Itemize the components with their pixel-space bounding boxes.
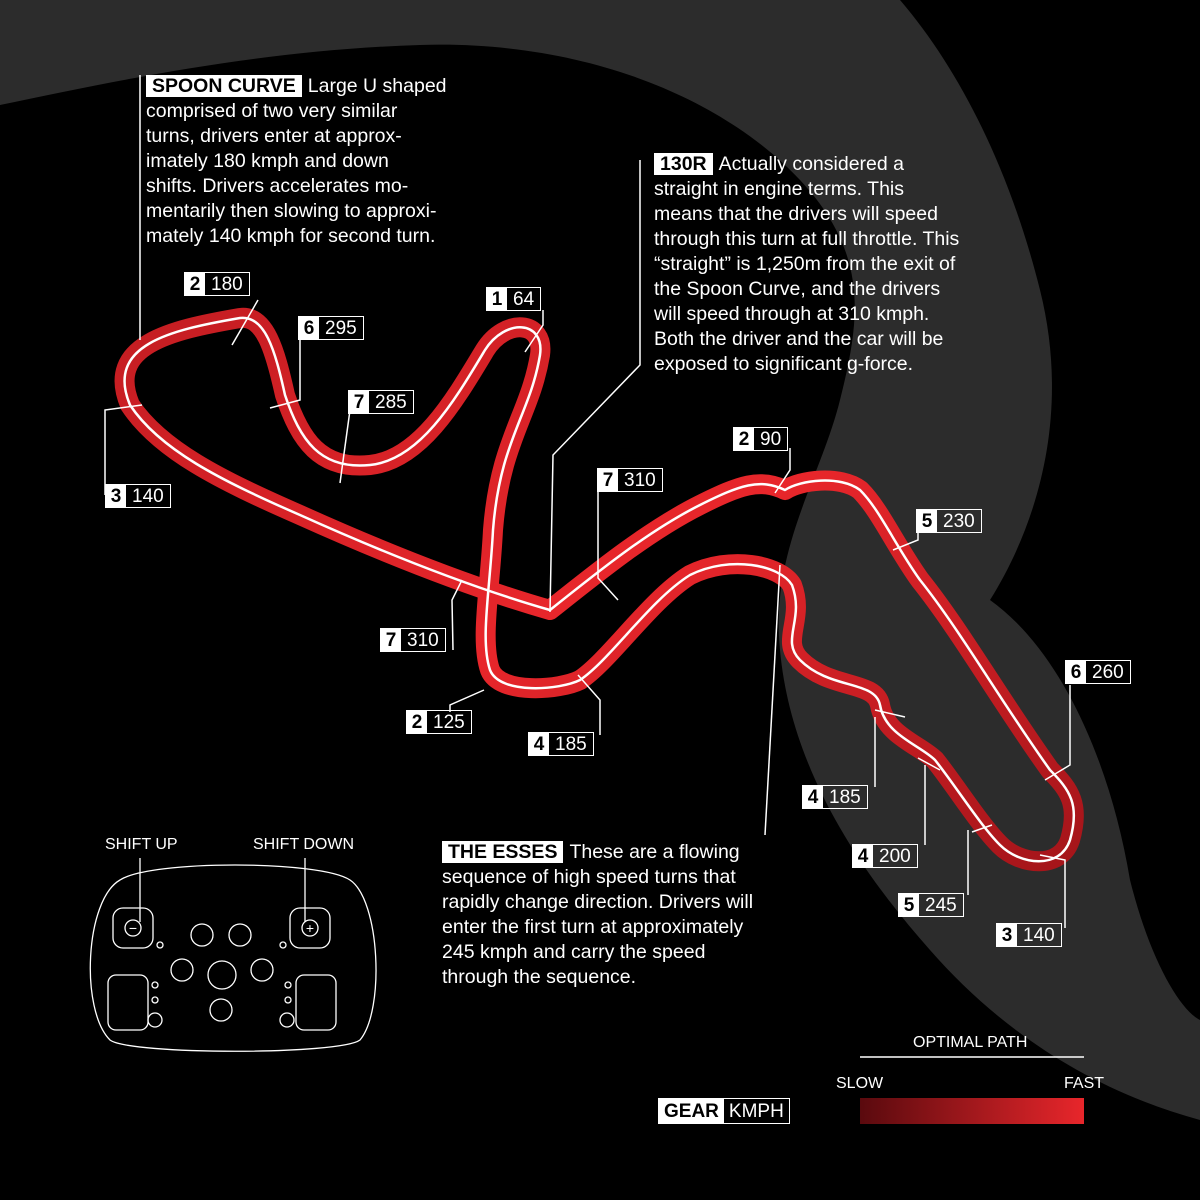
background-swoosh [0,0,1200,1120]
shift-down-label: SHIFT DOWN [253,836,355,853]
callout-line: shifts. Drivers accelerates mo- [146,175,409,197]
callout-line: through the sequence. [442,966,637,988]
circuit-track [114,307,1084,872]
legend-title: OPTIMAL PATH [913,1034,1028,1051]
steering-wheel [89,858,377,1052]
shift-up-label: SHIFT UP [105,836,178,853]
background-swoosh-inner [900,0,1200,1020]
leader-lines [104,75,1071,928]
legend-gradient-bar [860,1098,1084,1124]
callout-line: mentarily then slowing to approxi- [146,200,437,222]
130r-heading: 130R [654,153,713,175]
callout-line: exposed to significant g-force. [654,353,914,375]
callout-line: Both the driver and the car will be [654,328,944,350]
esses-heading: THE ESSES [442,841,564,863]
callout-line: means that the drivers will speed [654,203,938,225]
wheel-outline [89,864,377,1052]
callout-line: turns, drivers enter at approx- [146,125,402,147]
spoon-curve-heading: SPOON CURVE [146,75,302,97]
callout-line: the Spoon Curve, and the drivers [654,278,941,300]
callout-line: straight in engine terms. This [654,178,905,200]
callout-line: will speed through at 310 kmph. [654,303,930,325]
gear-key-label: GEAR [659,1099,724,1123]
legend-slow: SLOW [836,1075,884,1092]
callout-line: through this turn at full throttle. This [654,228,960,250]
kmph-key-label: KMPH [728,1101,784,1122]
callout-line: These are a flowing [569,841,740,863]
callout-line: sequence of high speed turns that [442,866,736,888]
callout-line: mately 140 kmph for second turn. [146,225,436,247]
callout-line: enter the first turn at approximately [442,916,744,938]
callout-line: Large U shaped [307,75,447,97]
legend-fast: FAST [1064,1075,1105,1092]
callout-line: 245 kmph and carry the speed [442,941,706,963]
shift-up-symbol: + [306,920,314,936]
callout-line: rapidly change direction. Drivers will [442,891,754,913]
racing-line [123,316,1076,863]
callout-line: comprised of two very similar [146,100,398,122]
shift-down-symbol: − [129,920,137,936]
callout-line: “straight” is 1,250m from the exit of [654,253,956,275]
callout-line: imately 180 kmph and down [146,150,389,172]
callout-line: Actually considered a [718,153,904,175]
